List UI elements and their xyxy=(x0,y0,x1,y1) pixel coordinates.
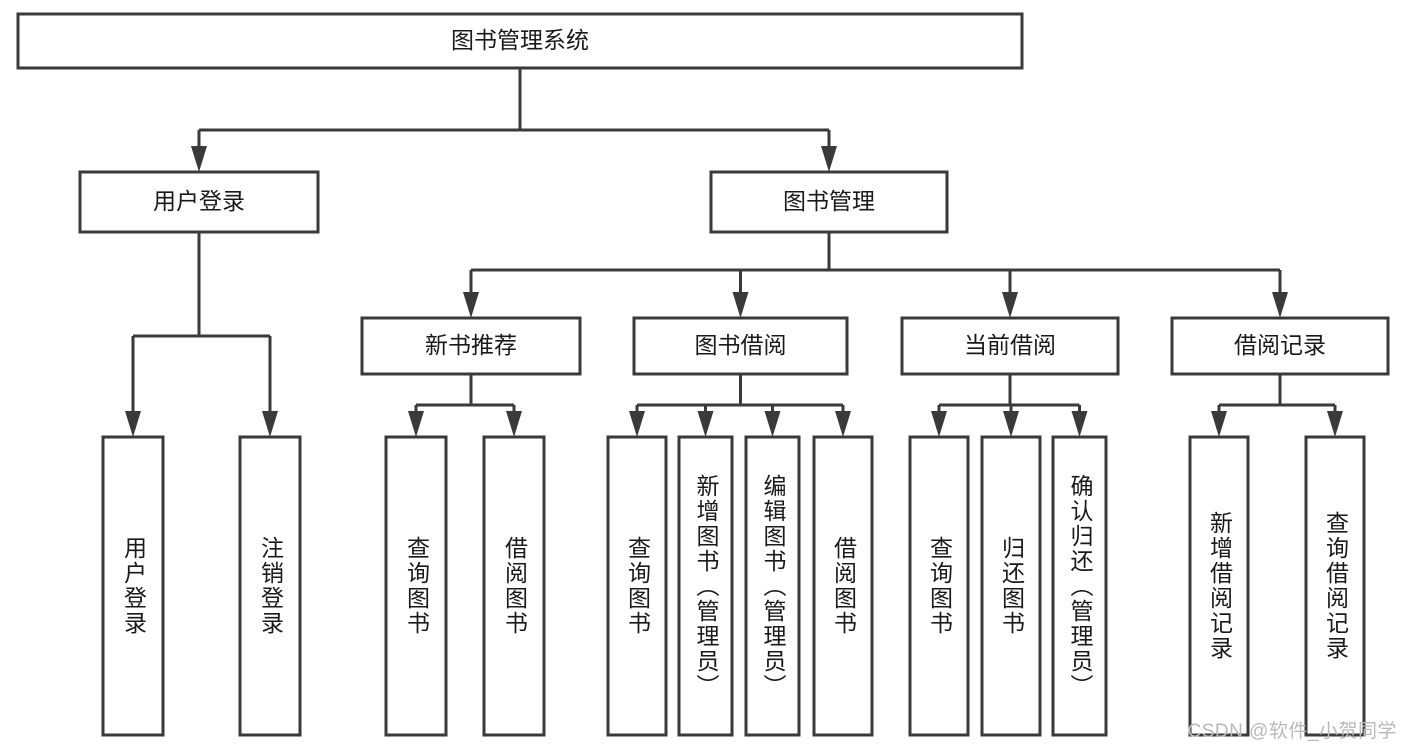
node-leaf-user-login[interactable] xyxy=(101,435,165,737)
arrow-head-icon xyxy=(506,411,522,437)
arrow-head-icon xyxy=(1002,292,1018,318)
node-leaf-add-book[interactable] xyxy=(677,435,734,737)
arrow-head-icon xyxy=(697,411,714,437)
node-label: 借阅记录 xyxy=(1234,332,1326,358)
arrow-head-icon xyxy=(1071,411,1088,437)
arrow-head-icon xyxy=(1327,411,1343,437)
node-leaf-borrow-book-1[interactable] xyxy=(482,435,546,737)
node-leaf-query-book-3[interactable] xyxy=(908,435,970,737)
node-label: 图书借阅 xyxy=(695,332,787,358)
arrow-head-icon xyxy=(732,292,749,318)
arrow-head-icon xyxy=(1272,292,1288,318)
arrow-head-icon xyxy=(191,146,207,172)
node-book-borrow[interactable] xyxy=(632,316,849,376)
node-book-manage[interactable] xyxy=(709,170,949,234)
node-label: 用户登录 xyxy=(153,188,245,214)
arrow-head-icon xyxy=(262,411,278,437)
arrow-head-icon xyxy=(463,292,479,318)
node-leaf-borrow-book-2[interactable] xyxy=(812,435,874,737)
node-current-borrow[interactable] xyxy=(900,316,1120,376)
node-leaf-return-book[interactable] xyxy=(980,435,1042,737)
node-new-book-rec[interactable] xyxy=(360,316,582,376)
node-root-root[interactable] xyxy=(16,12,1024,70)
node-label: 图书管理系统 xyxy=(451,27,589,53)
arrow-head-icon xyxy=(764,411,781,437)
watermark-text: CSDN @软件_小贺同学 xyxy=(1187,721,1397,742)
arrow-head-icon xyxy=(931,411,947,437)
node-borrow-record[interactable] xyxy=(1170,316,1390,376)
arrow-head-icon xyxy=(835,411,851,437)
connector-layer xyxy=(125,68,1343,437)
arrow-head-icon xyxy=(1003,411,1019,437)
node-leaf-add-record[interactable] xyxy=(1188,435,1250,737)
node-leaf-confirm-return[interactable] xyxy=(1051,435,1108,737)
arrow-head-icon xyxy=(629,411,645,437)
node-leaf-query-book-1[interactable] xyxy=(384,435,448,737)
node-label: 图书管理 xyxy=(783,188,875,214)
node-label: 新书推荐 xyxy=(425,332,517,358)
node-leaf-query-book-2[interactable] xyxy=(606,435,668,737)
node-leaf-logout[interactable] xyxy=(238,435,302,737)
node-leaf-edit-book[interactable] xyxy=(744,435,801,737)
node-leaf-query-record[interactable] xyxy=(1304,435,1366,737)
arrow-head-icon xyxy=(125,411,141,437)
node-label: 当前借阅 xyxy=(964,332,1056,358)
arrow-head-icon xyxy=(821,146,837,172)
arrow-head-icon xyxy=(1211,411,1227,437)
arrow-head-icon xyxy=(408,411,424,437)
node-user-login[interactable] xyxy=(78,170,320,234)
